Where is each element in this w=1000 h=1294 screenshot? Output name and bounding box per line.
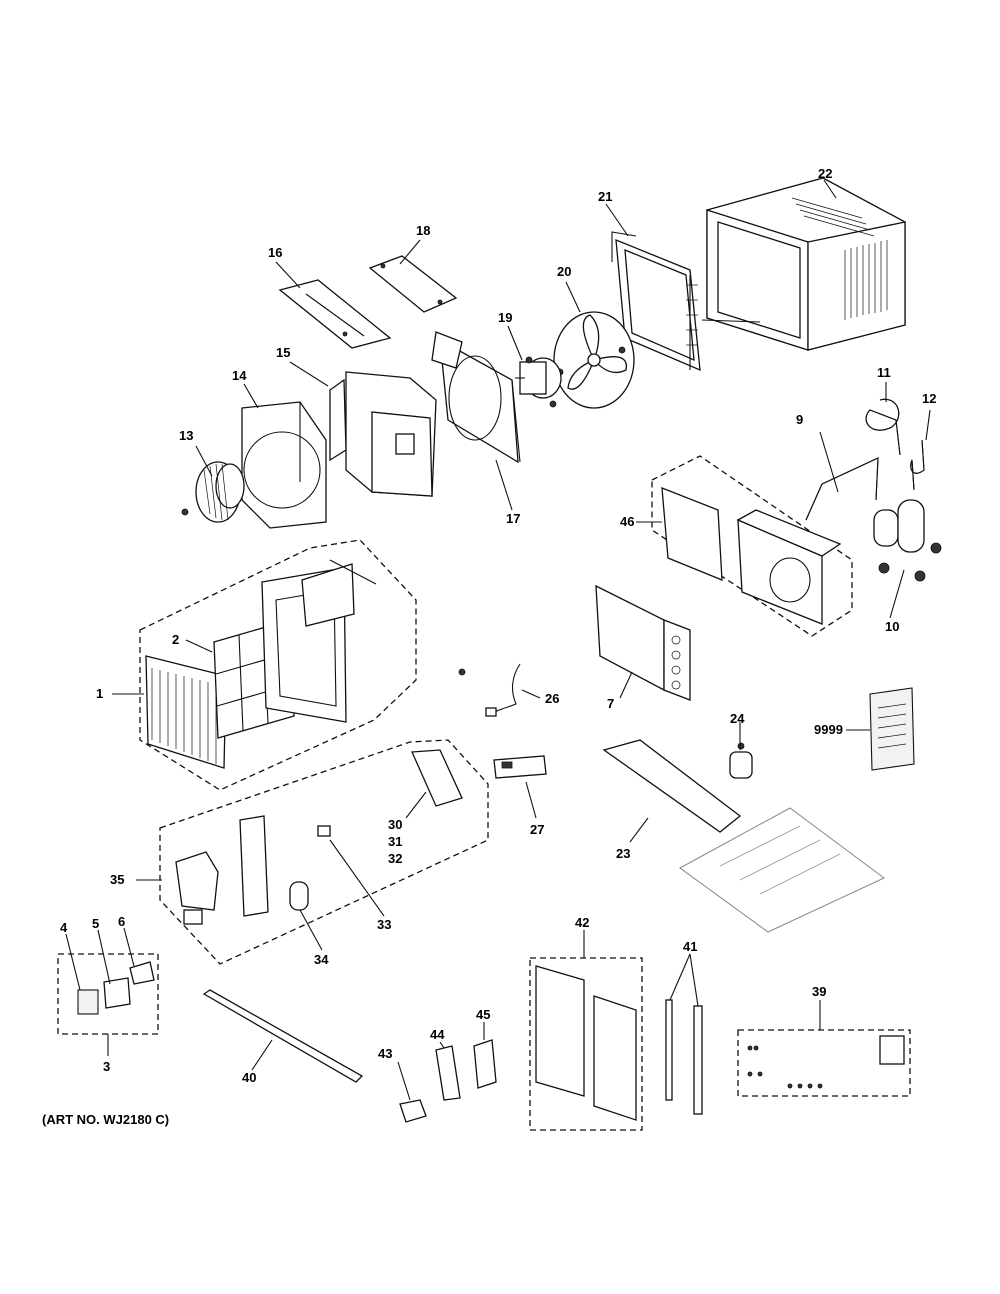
callout-34: 34	[314, 952, 329, 967]
leader-lines	[65, 179, 931, 1101]
part-front-group[interactable]	[139, 539, 417, 791]
part-7-evaporator-coil[interactable]	[595, 584, 691, 701]
part-12-tube[interactable]	[910, 439, 925, 491]
callout-19: 19	[498, 310, 513, 325]
callout-26: 26	[545, 691, 560, 706]
callout-24: 24	[730, 711, 745, 726]
part-3-group[interactable]	[57, 953, 159, 1035]
part-18-bracket[interactable]	[368, 255, 458, 313]
callout-20: 20	[557, 264, 572, 279]
callout-9: 9	[796, 412, 804, 427]
callout-40: 40	[242, 1070, 257, 1085]
part-16-plate[interactable]	[278, 279, 392, 349]
part-41-strips[interactable]	[665, 999, 703, 1115]
part-46-group[interactable]	[651, 455, 853, 637]
callout-11: 11	[877, 365, 891, 380]
part-22-cabinet[interactable]	[706, 177, 906, 351]
part-24-part[interactable]	[729, 742, 753, 779]
callout-15: 15	[276, 345, 291, 360]
part-9-tube[interactable]	[805, 457, 879, 521]
part-44-bracket[interactable]	[435, 1045, 461, 1101]
callout-31: 31	[388, 834, 403, 849]
part-11-tube[interactable]	[865, 398, 901, 456]
callout-10: 10	[885, 619, 900, 634]
part-35-electrical-group[interactable]	[159, 739, 489, 965]
callout-32: 32	[388, 851, 403, 866]
callout-18: 18	[416, 223, 431, 238]
callout-21: 21	[598, 189, 613, 204]
part-19-fan-motor[interactable]	[515, 356, 562, 408]
callout-22: 22	[818, 166, 833, 181]
art-number: (ART NO. WJ2180 C)	[42, 1112, 170, 1127]
callout-44: 44	[430, 1027, 445, 1042]
part-20-condenser-fan[interactable]	[553, 311, 635, 409]
callout-12: 12	[922, 391, 937, 406]
callout-3: 3	[103, 1059, 111, 1074]
callout-46: 46	[620, 514, 635, 529]
part-40-bar[interactable]	[202, 989, 364, 1083]
callout-39: 39	[812, 984, 827, 999]
part-42-curtains[interactable]	[529, 957, 643, 1131]
callout-5: 5	[92, 916, 100, 931]
callout-27: 27	[530, 822, 545, 837]
callout-41: 41	[683, 939, 698, 954]
part-26-harness[interactable]	[458, 663, 521, 717]
callout-16: 16	[268, 245, 283, 260]
callout-35: 35	[110, 872, 125, 887]
callout-13: 13	[179, 428, 194, 443]
callout-7: 7	[607, 696, 615, 711]
part-43-bracket[interactable]	[399, 1099, 427, 1123]
callout-33: 33	[377, 917, 392, 932]
callout-9999: 9999	[814, 722, 843, 737]
callout-45: 45	[476, 1007, 491, 1022]
part-23-base-pan[interactable]	[602, 739, 885, 933]
callout-17: 17	[506, 511, 521, 526]
callout-23: 23	[616, 846, 631, 861]
part-21-condenser-coil[interactable]	[611, 231, 761, 372]
callout-30: 30	[388, 817, 403, 832]
callout-43: 43	[378, 1046, 393, 1061]
part-17-shroud[interactable]	[431, 331, 521, 464]
part-9999-manual[interactable]	[869, 687, 915, 771]
callout-1: 1	[96, 686, 104, 701]
part-15-control-box[interactable]	[329, 371, 437, 497]
part-27-remote[interactable]	[493, 755, 547, 779]
callout-6: 6	[118, 914, 126, 929]
part-45-bracket[interactable]	[473, 1039, 497, 1089]
part-14-scroll[interactable]	[241, 401, 327, 529]
part-10-compressor[interactable]	[873, 499, 942, 582]
callout-42: 42	[575, 915, 590, 930]
callout-14: 14	[232, 368, 247, 383]
part-39-hardware[interactable]	[737, 1029, 911, 1097]
part-13-blower-wheel[interactable]	[181, 461, 245, 523]
callout-2: 2	[172, 632, 180, 647]
callout-4: 4	[60, 920, 68, 935]
